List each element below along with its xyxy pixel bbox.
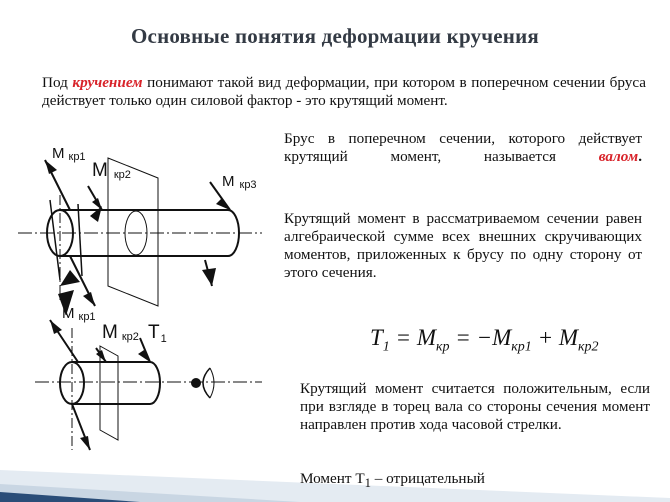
torque-formula: T1 = Mкр = −Mкр1 + Mкр2 [370,325,599,356]
formula-plus: + M [531,325,578,350]
bottom-decor-band [0,470,670,502]
shaft-definition-paragraph: Брус в поперечном сечении, которого дейс… [284,130,642,166]
formula-sub2: кр1 [511,339,532,355]
note-after: – отрицательный [370,470,485,487]
negative-moment-note: Момент T1 – отрицательный [300,470,650,492]
sign-rule-paragraph: Крутящий момент считается положительным,… [300,380,650,433]
formula-t: T [370,325,383,350]
definition-after: понимают такой вид деформации, при котор… [42,74,646,109]
definition-paragraph: Под кручением понимают такой вид деформа… [42,74,646,110]
shaft-period: . [638,148,642,165]
term-shaft: валом [598,148,639,165]
term-torsion: кручением [72,74,143,91]
label-t1: Т1 [148,322,167,345]
shaft-line1: Брус в поперечном сечении, которого [284,130,566,147]
definition-before: Под [42,74,73,91]
formula-sub3: кр2 [578,339,599,355]
torque-rule-paragraph: Крутящий момент в рассматриваемом сечени… [284,210,642,281]
note-sub: 1 [364,476,371,491]
page-title: Основные понятия деформации кручения [131,24,539,48]
formula-t-sub: 1 [382,339,390,355]
formula-eq1: = M [389,325,436,350]
note-text: Момент T [300,470,365,487]
formula-eq2: = −M [449,325,512,350]
formula-sub1: кр [435,339,450,355]
shaft-line2: действует крутящий момент, называется [284,130,643,165]
